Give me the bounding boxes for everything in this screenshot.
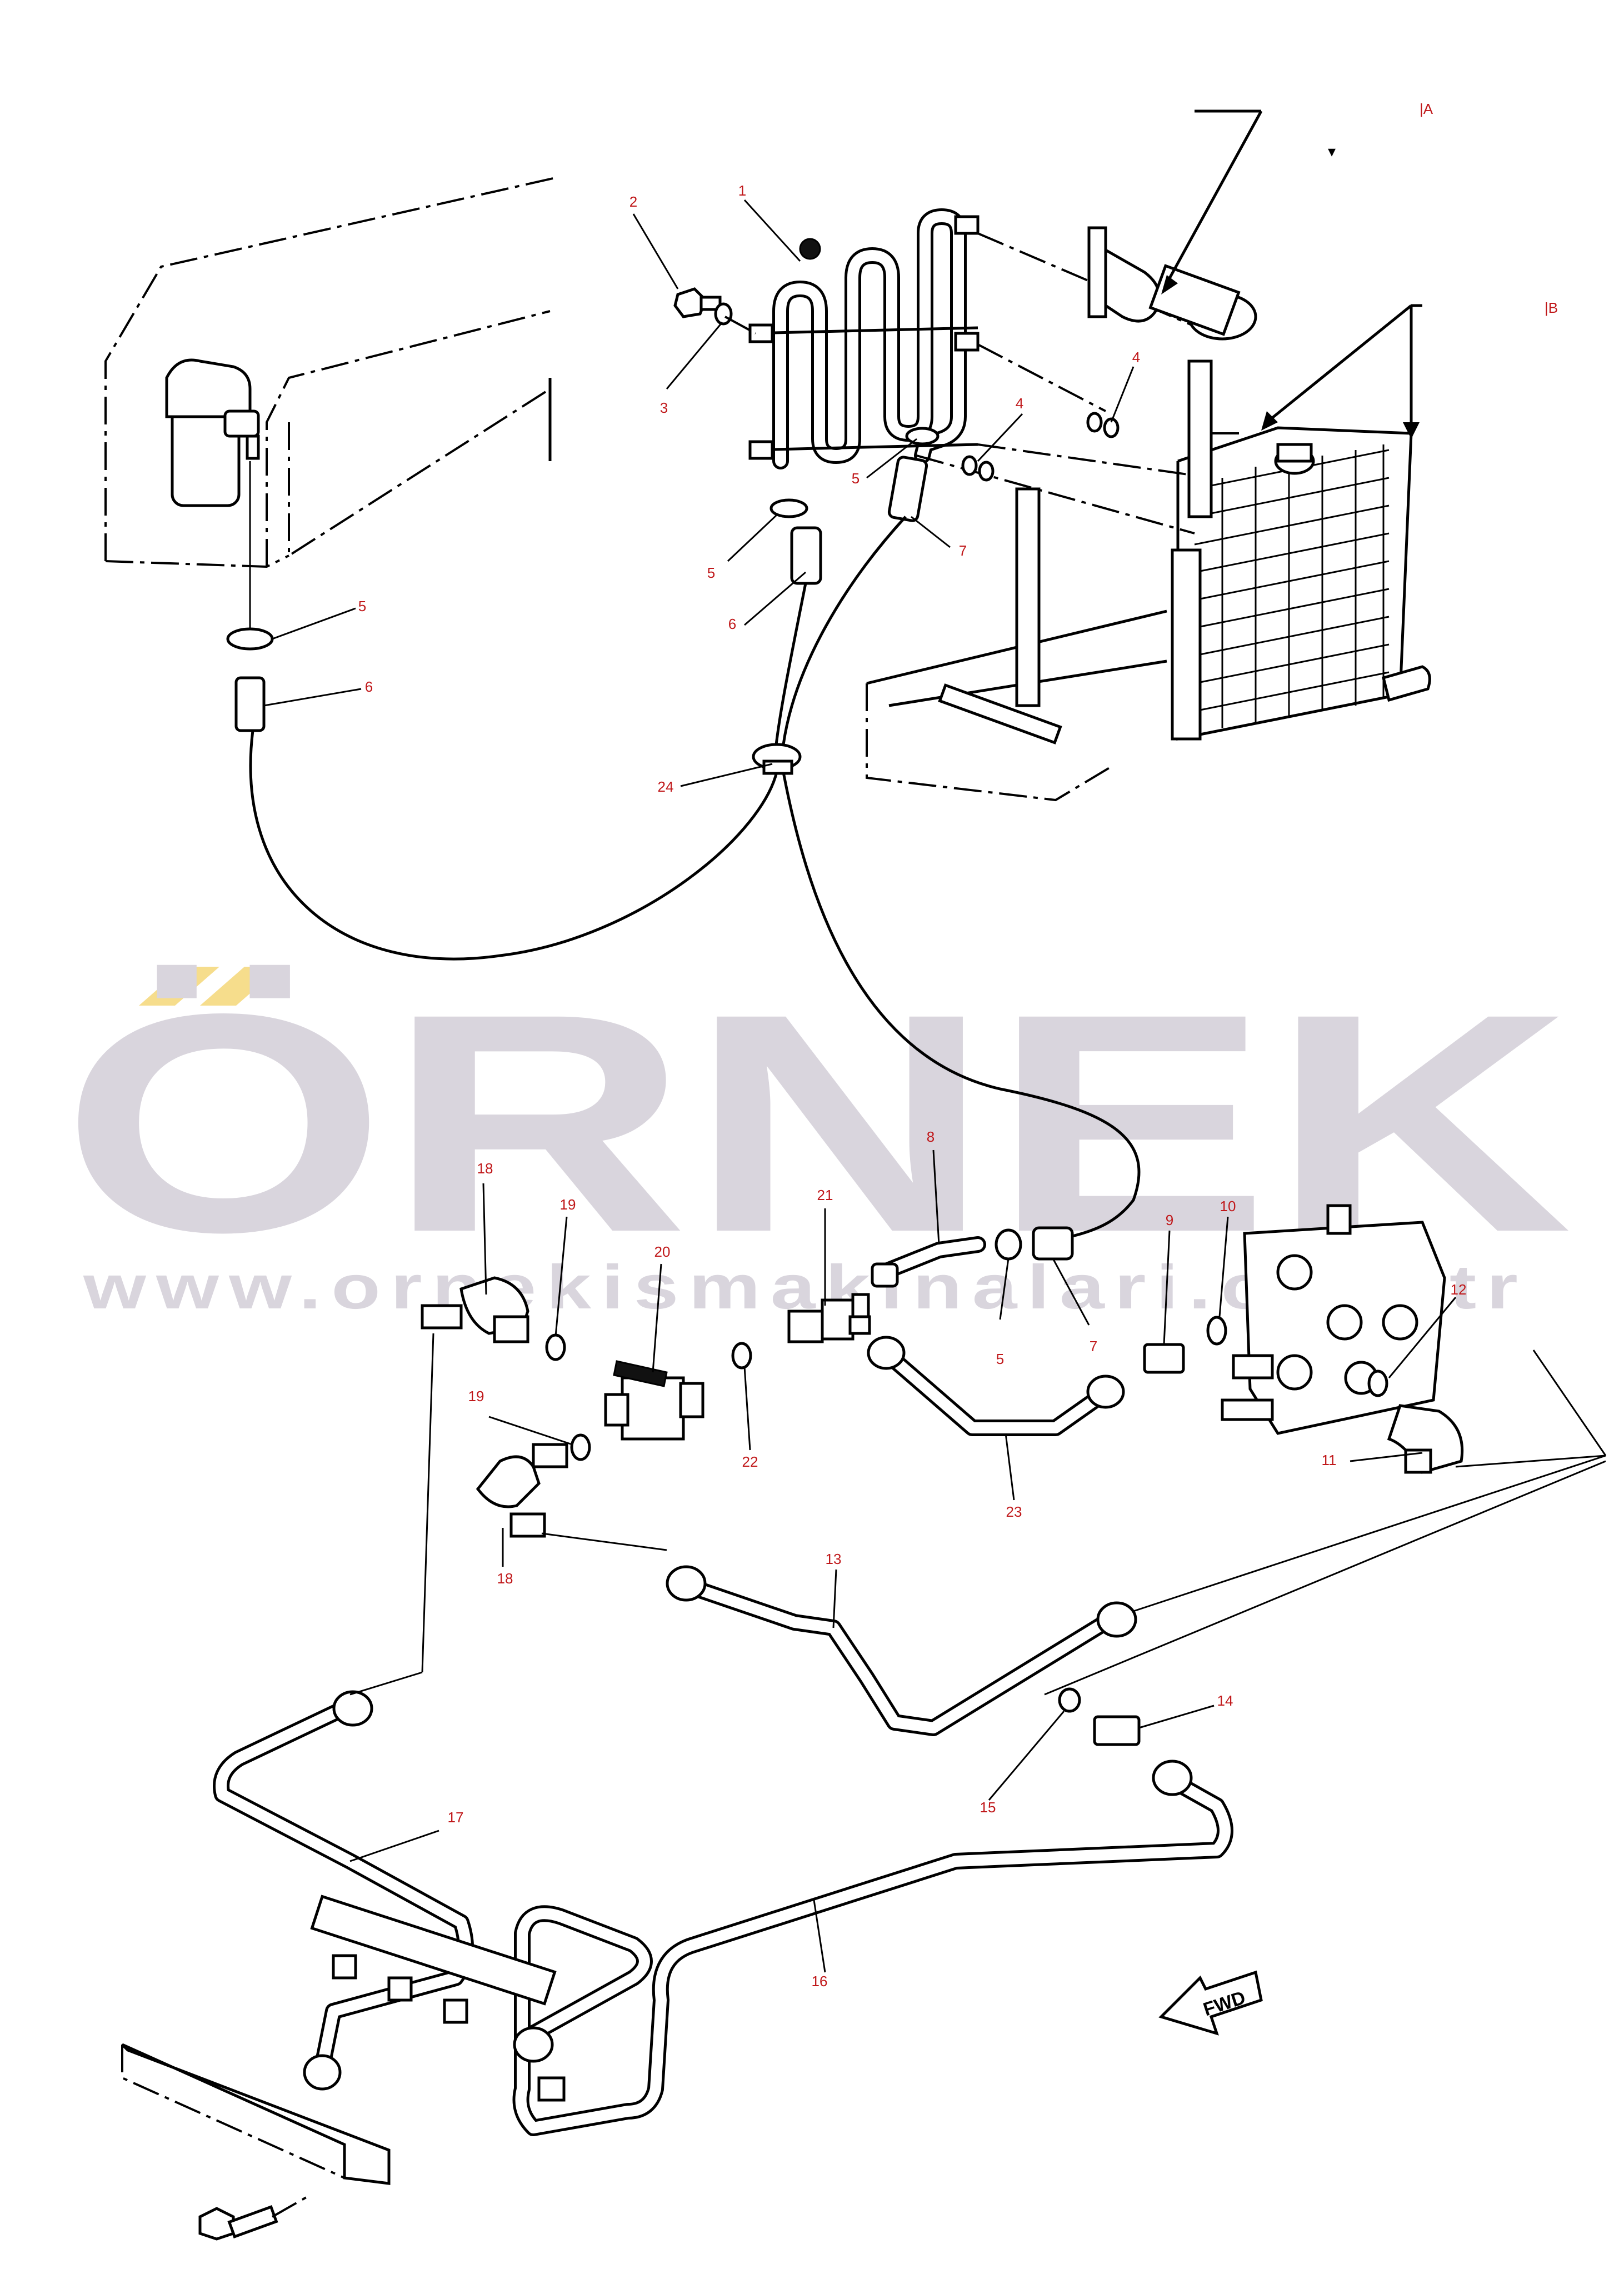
hydraulic-tank [104,177,556,568]
hose-clamp-24 [752,743,802,775]
callout-7-lower: 7 [1090,1338,1097,1355]
callout-18-lower: 18 [497,1570,513,1587]
pipe-13 [666,1565,1137,1736]
callout-7-upper: 7 [959,542,967,559]
o-ring-22 [731,1342,752,1370]
callout-12: 12 [1451,1281,1467,1298]
washers-4-lower [961,455,995,482]
callout-6-left: 6 [365,678,373,695]
watermark: ÖRNEK www.ornekismakinalari.com.tr [61,949,1572,1322]
callout-14: 14 [1217,1692,1233,1709]
callout-17: 17 [448,1809,464,1826]
ball-valve-20 [604,1360,704,1441]
control-valve [1221,1204,1446,1435]
callout-4-upper: 4 [1132,349,1140,366]
hose-7-upper [887,456,928,522]
adapter-14 [1093,1715,1141,1746]
o-ring-10 [1206,1316,1227,1346]
callout-16: 16 [812,1973,828,1990]
callout-5-hose: 5 [707,564,715,581]
radiator [866,359,1431,802]
callout-4-lower: 4 [1016,395,1023,412]
hose-6-upper [790,526,822,585]
ref-b-arrows [1261,304,1422,439]
callout-22: 22 [742,1453,758,1470]
bolt-bottom [198,2205,278,2241]
hose-clamp-5-cooler-right [905,427,940,446]
callout-5-lower: 5 [996,1351,1004,1367]
fwd-arrow: FWD [1158,1970,1263,2036]
oil-cooler-1 [748,208,980,469]
callout-13: 13 [826,1551,842,1567]
callout-1: 1 [738,182,746,199]
hose-clamp-5-cooler-left [769,498,808,518]
o-ring-19-upper [545,1333,566,1361]
ref-marker-a: |A [1420,101,1433,117]
ref-a-component [1087,109,1263,341]
washers-4-upper [1086,412,1120,438]
adapter-9 [1143,1343,1185,1374]
washer-3 [714,302,733,326]
pipe-16 [512,1760,1233,2136]
o-ring-12 [1367,1370,1388,1397]
hose-clamp-5-lower [995,1228,1022,1261]
pipe-23 [867,1336,1125,1436]
valve-21 [787,1293,871,1343]
watermark-accent-left [139,967,219,1006]
callout-19-upper: 19 [560,1196,576,1213]
callout-15: 15 [980,1799,996,1816]
callout-3: 3 [660,399,668,416]
hose-8 [871,1236,986,1288]
marker-dot: ▾ [1328,143,1336,160]
hose-7-lower [1032,1226,1074,1261]
hose-6-left [234,676,266,732]
mounting-bracket [121,2043,391,2185]
callout-19-lower: 19 [468,1388,484,1405]
callout-leaders [263,199,1457,1973]
callout-18-upper: 18 [477,1160,493,1177]
elbow-18-upper [421,1276,529,1343]
pipe-17 [213,1690,474,2091]
elbow-11 [1387,1404,1464,1474]
manifold-block [310,1895,557,2024]
watermark-accent-right [200,967,281,1006]
callout-2: 2 [629,193,637,210]
callout-11: 11 [1322,1452,1337,1468]
callouts: 1 2 3 4 4 5 5 5 5 6 6 7 7 24 8 9 10 11 1… [358,182,1467,1990]
o-ring-15 [1058,1687,1081,1713]
callout-20: 20 [654,1243,671,1260]
callout-24: 24 [658,778,674,795]
callout-9: 9 [1166,1212,1173,1228]
callout-5-cooler: 5 [852,470,860,487]
callout-6-upper: 6 [728,616,736,632]
elbow-18-lower [476,1443,568,1538]
hose-clamp-5-left [226,627,274,651]
callout-23: 23 [1006,1503,1022,1520]
callout-8: 8 [927,1128,935,1145]
ref-marker-b: |B [1545,299,1558,316]
o-ring-19-lower [570,1433,591,1461]
callout-5-left: 5 [358,598,366,614]
callout-21: 21 [817,1187,833,1203]
bolt-2 [673,287,722,318]
callout-10: 10 [1220,1198,1236,1215]
